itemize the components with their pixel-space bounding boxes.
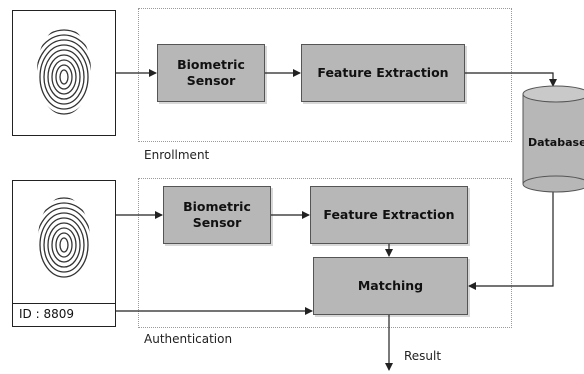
enrollment-fingerprint-frame [12,10,116,136]
matching-block: Matching [313,257,468,315]
authentication-biometric-sensor-block: Biometric Sensor [163,186,271,244]
authentication-feature-label: Feature Extraction [323,207,455,222]
enrollment-feature-label: Feature Extraction [317,65,449,80]
enrollment-label: Enrollment [144,148,210,162]
enrollment-group [138,8,512,142]
database-to-matching-arrow [468,187,554,290]
database-label: Database [528,136,584,149]
fingerprint-icon [38,197,90,281]
result-label: Result [404,349,442,363]
authentication-label: Authentication [144,332,233,346]
authentication-sensor-label: Biometric Sensor [183,199,251,230]
database-cylinder [522,85,584,193]
enrollment-sensor-label: Biometric Sensor [177,57,245,88]
id-field: ID : 8809 [12,303,116,327]
authentication-feature-extraction-block: Feature Extraction [310,186,468,244]
enrollment-biometric-sensor-block: Biometric Sensor [157,44,265,102]
authentication-fingerprint-frame [12,180,116,306]
matching-label: Matching [357,278,424,293]
enrollment-feature-extraction-block: Feature Extraction [301,44,465,102]
authentication-group [138,178,512,328]
fingerprint-icon [37,27,91,115]
feature-to-database-arrow [465,72,557,87]
